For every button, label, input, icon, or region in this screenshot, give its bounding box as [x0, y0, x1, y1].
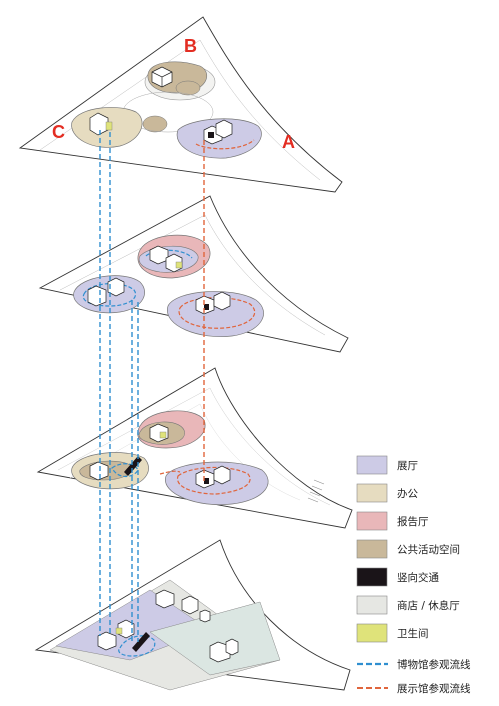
zone-label-c: C [52, 122, 65, 142]
svg-text:商店 / 休息厅: 商店 / 休息厅 [397, 599, 460, 612]
svg-text:公共活动空间: 公共活动空间 [397, 543, 460, 556]
svg-text:博物馆参观流线: 博物馆参观流线 [397, 658, 471, 671]
level-1-plate [34, 539, 351, 691]
zone-label-a: A [282, 132, 295, 152]
level-2-plate [36, 367, 353, 529]
svg-text:竖向交通: 竖向交通 [397, 571, 439, 584]
legend-item-office: 办公 [356, 483, 418, 503]
svg-text:报告厅: 报告厅 [397, 515, 429, 528]
legend-item-exhibition-hall: 展厅 [356, 455, 418, 475]
legend-item-public-activity-space: 公共活动空间 [356, 539, 460, 559]
svg-text:卫生间: 卫生间 [397, 627, 429, 640]
legend-item-restroom: 卫生间 [356, 623, 429, 643]
legend: 展厅 办公 报告厅 公共活动空间 竖向交通 商店 / 休息厅 卫生间 博物馆参 [356, 455, 471, 695]
legend-item-lecture-hall: 报告厅 [356, 511, 429, 531]
museum-flow-vertical-lines [99, 130, 139, 642]
legend-item-museum-route: 博物馆参观流线 [357, 658, 471, 671]
legend-item-vertical-circulation: 竖向交通 [356, 567, 439, 587]
level-3-plate [38, 195, 349, 353]
zone-label-b: B [184, 36, 197, 56]
svg-text:展示馆参观流线: 展示馆参观流线 [397, 682, 471, 695]
legend-item-exhibition-route: 展示馆参观流线 [357, 682, 471, 695]
level-4-plate [18, 16, 343, 193]
svg-text:办公: 办公 [397, 487, 418, 500]
legend-item-shop-lounge: 商店 / 休息厅 [356, 595, 460, 615]
svg-text:展厅: 展厅 [397, 460, 418, 472]
